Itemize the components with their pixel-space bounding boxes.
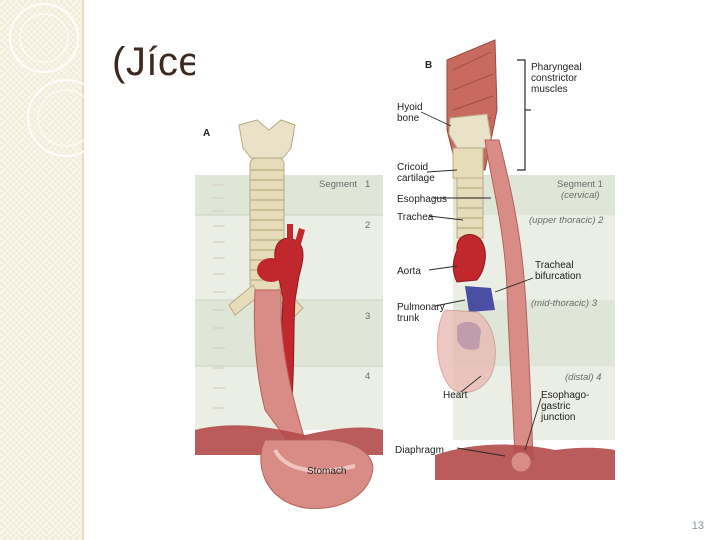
hyoid-label-2: bone	[397, 113, 420, 124]
b-segment-1: Segment 1	[557, 179, 603, 190]
panel-a-segment-1: 1	[365, 179, 370, 190]
sidebar-edge	[82, 0, 84, 540]
tracheal-label-1: Tracheal	[535, 260, 574, 271]
panel-a-segment-3: 3	[365, 311, 370, 322]
panel-a-segment-word: Segment	[319, 179, 357, 190]
pharyngeal-label-1: Pharyngeal	[531, 62, 582, 73]
decorative-circles	[9, 3, 105, 157]
b-segment-1-sub: (cervical)	[561, 190, 600, 201]
panel-a-segment-4: 4	[365, 371, 370, 382]
b-segment-3: (mid-thoracic) 3	[531, 298, 598, 309]
esophagus-label: Esophagus	[397, 194, 447, 205]
panel-b: B Hyoid bone Cricoid cartilage Esophagus…	[395, 39, 615, 480]
cricoid-label-1: Cricoid	[397, 162, 428, 173]
ge-junction-label-3: junction	[540, 412, 575, 423]
pulmonary-label-1: Pulmonary	[397, 302, 445, 313]
tracheal-label-2: bifurcation	[535, 271, 581, 282]
hyoid-label-1: Hyoid	[397, 102, 423, 113]
panel-a-letter: A	[203, 128, 210, 139]
ge-junction-label-1: Esophago-	[541, 390, 589, 401]
pulmonary-label-2: trunk	[397, 313, 420, 324]
cricoid-label-2: cartilage	[397, 173, 435, 184]
panel-b-letter: B	[425, 60, 432, 71]
pharyngeal-label-2: constrictor	[531, 73, 578, 84]
trachea-label: Trachea	[397, 212, 434, 223]
ge-junction-label-2: gastric	[541, 401, 570, 412]
panel-a: A Segment 1 2 3 4 Stomach	[195, 119, 383, 509]
b-segment-2: (upper thoracic) 2	[529, 215, 604, 226]
segment-band-1	[195, 175, 383, 215]
panel-a-segment-2: 2	[365, 220, 370, 231]
diaphragm-label: Diaphragm	[395, 445, 444, 456]
page-number: 13	[691, 520, 704, 532]
heart-label: Heart	[443, 390, 468, 401]
aorta-label: Aorta	[397, 266, 421, 277]
b-segment-4: (distal) 4	[565, 372, 601, 383]
pharyngeal-label-3: muscles	[531, 84, 568, 95]
stomach-label: Stomach	[307, 466, 346, 477]
esophagus-anatomy-figure: A Segment 1 2 3 4 Stomach	[195, 30, 620, 515]
